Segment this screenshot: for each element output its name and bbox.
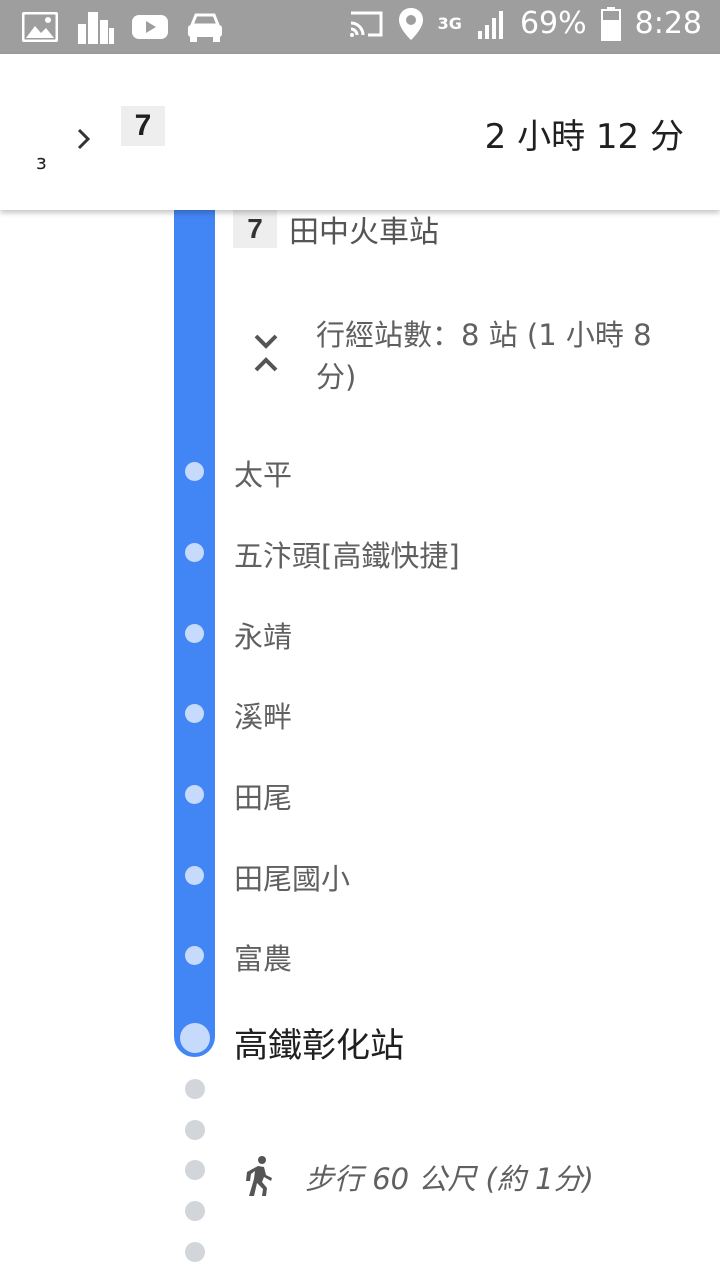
stop-name[interactable]: 五汴頭[高鐵快捷]: [234, 539, 460, 573]
walk-path-dot: [185, 1242, 205, 1262]
stop-dot: [185, 543, 204, 562]
stops-summary[interactable]: 行經站數：8 站 (1 小時 8 分): [316, 318, 652, 394]
walk-icon: [244, 1155, 276, 1201]
walk-path-dot: [185, 1120, 205, 1140]
network-type-label: 3G: [437, 14, 462, 33]
walk-path-dot: [185, 1160, 205, 1180]
trip-duration: 2 小時 12 分: [484, 117, 684, 157]
gallery-icon: [22, 12, 58, 42]
stop-dot: [185, 866, 204, 885]
battery-percentage: 69%: [519, 6, 587, 41]
location-icon: [398, 7, 424, 41]
clock-time: 8:28: [634, 6, 702, 41]
cast-icon: [348, 9, 384, 39]
stop-name[interactable]: 太平: [234, 458, 293, 492]
stop-dot: [185, 946, 204, 965]
walk-instruction[interactable]: 步行 60 公尺 (約 1分): [305, 1162, 594, 1196]
walk-path-dot: [185, 1079, 205, 1099]
battery-icon: [600, 6, 621, 41]
bus-route-line: [174, 190, 215, 1057]
destination-stop-name[interactable]: 高鐵彰化站: [234, 1026, 404, 1066]
route-badge: 7: [233, 210, 277, 248]
route-number-badge[interactable]: 7: [121, 106, 165, 146]
breadcrumb-previous-step[interactable]: з: [36, 150, 47, 174]
status-system-icons: 3G 69% 8:28: [348, 6, 702, 41]
stop-dot: [185, 624, 204, 643]
route-header: з 7 2 小時 12 分: [0, 54, 720, 210]
destination-dot: [180, 1023, 210, 1053]
status-bar: 3G 69% 8:28: [0, 0, 720, 54]
signal-icon: [476, 9, 506, 39]
stop-name[interactable]: 永靖: [234, 620, 293, 654]
stop-name[interactable]: 溪畔: [234, 700, 293, 734]
stop-dot: [185, 785, 204, 804]
stop-name[interactable]: 田尾: [234, 781, 293, 815]
expand-collapse-icon[interactable]: [248, 330, 284, 378]
stop-dot: [185, 462, 204, 481]
chevron-right-icon: [76, 127, 92, 155]
start-stop-name: 田中火車站: [289, 215, 439, 250]
walk-path-dot: [185, 1201, 205, 1221]
youtube-icon: [132, 13, 168, 41]
stop-name[interactable]: 富農: [234, 942, 293, 976]
status-notification-icons: [22, 10, 224, 44]
stop-dot: [185, 704, 204, 723]
city-icon: [76, 10, 114, 44]
car-icon: [186, 11, 224, 43]
start-stop[interactable]: 7 田中火車站: [233, 207, 439, 251]
stop-name[interactable]: 田尾國小: [234, 862, 351, 896]
